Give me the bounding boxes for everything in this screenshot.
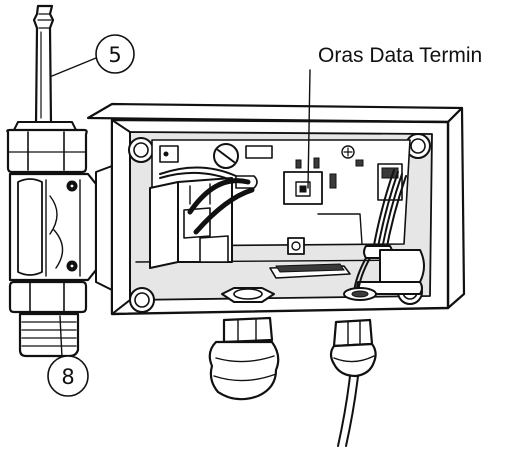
flat-chip: [269, 263, 351, 279]
callout-5: 5: [51, 34, 135, 77]
callout-8-label: 8: [61, 365, 74, 389]
valve-assembly: [6, 4, 113, 358]
threaded-outlet: [18, 312, 80, 358]
external-cable: [337, 375, 359, 447]
inner-lock-nut: [221, 287, 275, 303]
lower-hex-nut: [8, 280, 88, 314]
hose-nozzle: [32, 4, 55, 126]
terminal-label: Oras Data Termin: [318, 44, 482, 67]
left-cable-gland: [208, 316, 280, 401]
internal-wires: [159, 166, 255, 235]
right-cable-gland: [329, 318, 377, 378]
callout-5-label: 5: [108, 43, 121, 67]
callout-8: 8: [47, 315, 89, 397]
electronics-box: [86, 102, 466, 316]
upper-hex-nut: [6, 128, 88, 174]
terminal-callout: Oras Data Termin: [307, 44, 482, 189]
valve-body: [8, 172, 98, 282]
push-button: [287, 237, 305, 255]
relay-block: [149, 177, 233, 269]
